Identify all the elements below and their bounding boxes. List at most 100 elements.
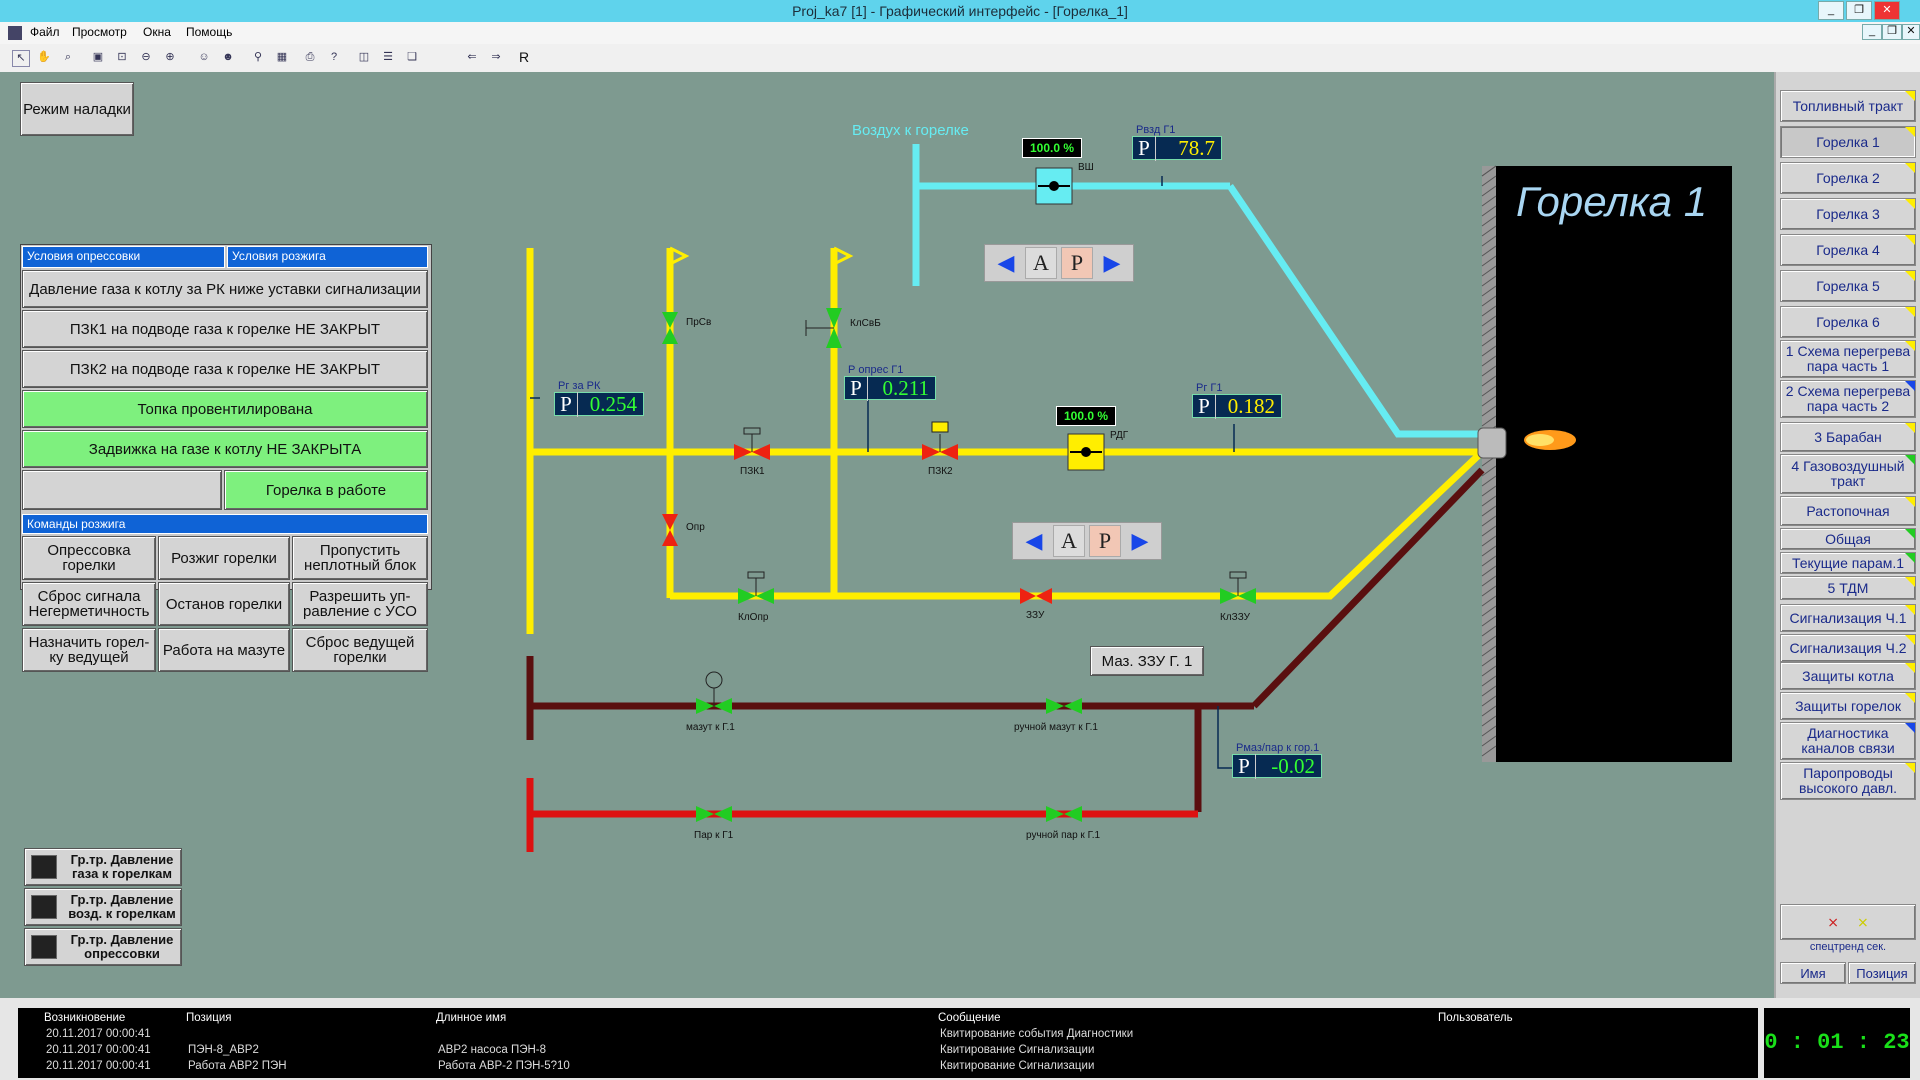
label-mazut: мазут к Г.1	[686, 722, 735, 733]
label-rdg: РДГ	[1110, 430, 1129, 441]
zoom-in-icon[interactable]: ⊕	[165, 51, 175, 63]
trend-air-pressure-button[interactable]: Гр.тр. Давление возд. к горелкам	[24, 888, 182, 926]
tab-test-conditions[interactable]: Условия опрессовки	[22, 246, 225, 268]
cmd-set-leading-button[interactable]: Назначить горел-ку ведущей	[22, 628, 156, 672]
oil-pressure-box[interactable]: P-0.02	[1232, 753, 1322, 779]
arrow-left-icon[interactable]: ◀	[1025, 528, 1043, 553]
pointer-icon[interactable]: ↖	[12, 50, 30, 67]
zoom-actual-icon[interactable]: ▣	[92, 51, 104, 63]
nav-item-7[interactable]: Горелка 6	[1780, 306, 1916, 338]
user-logout-icon[interactable]: ☻	[222, 51, 234, 63]
nav-item-18[interactable]: Защиты котла	[1780, 662, 1916, 690]
mode-setup-button[interactable]: Режим наладки	[20, 82, 134, 136]
magnifier-icon[interactable]: ⌕	[64, 51, 72, 63]
nav-item-6[interactable]: Горелка 5	[1780, 270, 1916, 302]
nav-item-label: Защиты котла	[1802, 667, 1894, 684]
menu-file[interactable]: Файл	[30, 25, 60, 39]
cmd-stop-burner-button[interactable]: Останов горелки	[158, 582, 290, 626]
nav-item-16[interactable]: Сигнализация Ч.1	[1780, 604, 1916, 632]
print-icon[interactable]: ⎙	[305, 51, 315, 63]
nav-item-9[interactable]: 2 Схема перегрева пара часть 2	[1780, 380, 1916, 418]
nav-item-1[interactable]: Топливный тракт	[1780, 90, 1916, 122]
nav-item-12[interactable]: Растопочная	[1780, 496, 1916, 526]
nav-item-17[interactable]: Сигнализация Ч.2	[1780, 634, 1916, 662]
minimize-button[interactable]: _	[1818, 1, 1844, 20]
tab-ignite-conditions[interactable]: Условия розжига	[227, 246, 428, 268]
cmd-ignite-burner-button[interactable]: Розжиг горелки	[158, 536, 290, 580]
menu-view[interactable]: Просмотр	[72, 25, 127, 39]
nav-item-11[interactable]: 4 Газовоздушный тракт	[1780, 454, 1916, 494]
forward-arrow-icon[interactable]: ⇒	[491, 51, 501, 63]
maz-zzu-button[interactable]: Маз. ЗЗУ Г. 1	[1090, 646, 1204, 676]
oil-pressure-label: Рмаз/пар к гор.1	[1236, 742, 1320, 754]
menu-windows[interactable]: Окна	[143, 25, 171, 39]
air-label: Воздух к горелке	[852, 122, 969, 139]
manual-button[interactable]: Р	[1089, 525, 1121, 557]
nav-item-8[interactable]: 1 Схема перегрева пара часть 1	[1780, 340, 1916, 378]
cmd-allow-uso-control-button[interactable]: Разрешить уп-равление с УСО	[292, 582, 428, 626]
doc-close-button[interactable]: ✕	[1902, 24, 1920, 40]
calendar-icon[interactable]: ▦	[276, 51, 288, 63]
nav-item-19[interactable]: Защиты горелок	[1780, 692, 1916, 720]
event-log[interactable]: Возникновение Позиция Длинное имя Сообще…	[18, 1008, 1758, 1078]
tab-position[interactable]: Позиция	[1848, 962, 1916, 984]
nav-item-15[interactable]: 5 ТДМ	[1780, 576, 1916, 600]
restore-button[interactable]: ❐	[1846, 1, 1872, 20]
tile-vertical-icon[interactable]: ◫	[358, 51, 370, 63]
toolbar: ↖ ✋ ⌕ ▣ ⊡ ⊖ ⊕ ☺ ☻ ⚲ ▦ ⎙ ? ◫ ☰ ❏ ⇐ ⇒ R	[0, 44, 1920, 73]
auto-button[interactable]: А	[1025, 247, 1057, 279]
binoculars-icon[interactable]: ⚲	[253, 51, 263, 63]
trend-gas-pressure-button[interactable]: Гр.тр. Давление газа к горелкам	[24, 848, 182, 886]
arrow-right-icon[interactable]: ▶	[1103, 250, 1121, 275]
status-corner-icon	[1905, 577, 1915, 587]
tile-horizontal-icon[interactable]: ☰	[383, 51, 393, 63]
spectrend-button[interactable]: ⨯⨯	[1780, 904, 1916, 940]
condition-gas-pressure: Давление газа к котлу за РК ниже уставки…	[22, 270, 428, 308]
cmd-skip-leaky-block-button[interactable]: Пропустить неплотный блок	[292, 536, 428, 580]
label-manual-mazut: ручной мазут к Г.1	[1014, 722, 1098, 733]
nav-item-10[interactable]: 3 Барабан	[1780, 422, 1916, 452]
arrow-right-icon[interactable]: ▶	[1131, 528, 1149, 553]
cmd-reset-leading-button[interactable]: Сброс ведущей горелки	[292, 628, 428, 672]
valve-opr-icon	[662, 514, 678, 546]
status-corner-icon	[1905, 127, 1915, 137]
pipeline-diagram	[526, 144, 1732, 852]
nav-item-13[interactable]: Общая	[1780, 528, 1916, 550]
doc-minimize-button[interactable]: _	[1862, 24, 1882, 40]
cascade-icon[interactable]: ❏	[407, 51, 417, 63]
nav-item-2[interactable]: Горелка 1	[1780, 126, 1916, 158]
zoom-out-icon[interactable]: ⊖	[141, 51, 151, 63]
cmd-test-burner-button[interactable]: Опрессовка горелки	[22, 536, 156, 580]
log-cell-long-name: АВР2 насоса ПЭН-8	[438, 1044, 547, 1056]
zoom-fit-icon[interactable]: ⊡	[117, 51, 127, 63]
menu-help[interactable]: Помощь	[186, 25, 233, 39]
cmd-reset-leak-signal-button[interactable]: Сброс сигнала Негерметичность	[22, 582, 156, 626]
tab-name[interactable]: Имя	[1780, 962, 1846, 984]
nav-item-label: Горелка 4	[1816, 241, 1880, 258]
nav-item-5[interactable]: Горелка 4	[1780, 234, 1916, 266]
nav-item-21[interactable]: Паропроводы высокого давл.	[1780, 762, 1916, 800]
cmd-oil-mode-button[interactable]: Работа на мазуте	[158, 628, 290, 672]
arrow-left-icon[interactable]: ◀	[997, 250, 1015, 275]
close-button[interactable]: ✕	[1874, 1, 1900, 20]
r-button[interactable]: R	[518, 49, 530, 65]
back-arrow-icon[interactable]: ⇐	[467, 51, 477, 63]
auto-button[interactable]: А	[1053, 525, 1085, 557]
nav-item-14[interactable]: Текущие парам.1	[1780, 552, 1916, 574]
nav-item-4[interactable]: Горелка 3	[1780, 198, 1916, 230]
nav-item-3[interactable]: Горелка 2	[1780, 162, 1916, 194]
hand-icon[interactable]: ✋	[37, 51, 51, 63]
window-title: Proj_ka7 [1] - Графический интерфейс - […	[792, 3, 1128, 19]
app-menu-icon[interactable]	[8, 26, 22, 40]
help-icon[interactable]: ?	[330, 51, 338, 63]
manual-button[interactable]: Р	[1061, 247, 1093, 279]
user-icon[interactable]: ☺	[198, 51, 210, 63]
doc-restore-button[interactable]: ❐	[1882, 24, 1902, 40]
nav-item-20[interactable]: Диагностика каналов связи	[1780, 722, 1916, 760]
label-manual-steam: ручной пар к Г.1	[1026, 830, 1101, 841]
trend-test-pressure-button[interactable]: Гр.тр. Давление опрессовки	[24, 928, 182, 966]
